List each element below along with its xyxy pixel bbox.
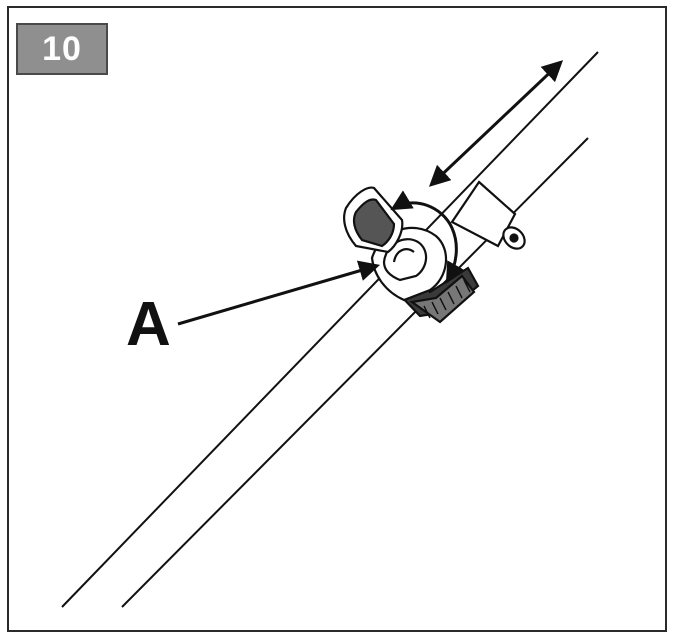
clamp-lever-tab[interactable] [343, 186, 404, 254]
double-arrow-icon [428, 60, 564, 187]
rotate-arrow-icon [390, 190, 466, 284]
pointer-arrow-icon [177, 260, 381, 326]
part-label-a: A [126, 290, 171, 359]
step-number-badge: 10 [16, 23, 108, 75]
step-number: 10 [42, 29, 82, 68]
